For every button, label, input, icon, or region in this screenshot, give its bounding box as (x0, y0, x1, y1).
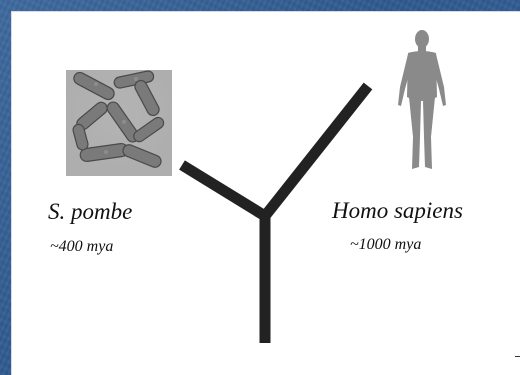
corner-mark (515, 356, 520, 357)
organism-age-homo-sapiens: ~1000 mya (350, 236, 421, 254)
branch-right (265, 86, 368, 216)
diagram-panel: S. pombe ~400 mya Homo sapiens ~1000 mya (11, 11, 520, 375)
branch-left (182, 165, 265, 216)
organism-name-s-pombe: S. pombe (48, 199, 132, 225)
organism-age-s-pombe: ~400 mya (50, 238, 113, 256)
organism-name-homo-sapiens: Homo sapiens (332, 198, 463, 224)
phylogenetic-tree (12, 12, 520, 375)
